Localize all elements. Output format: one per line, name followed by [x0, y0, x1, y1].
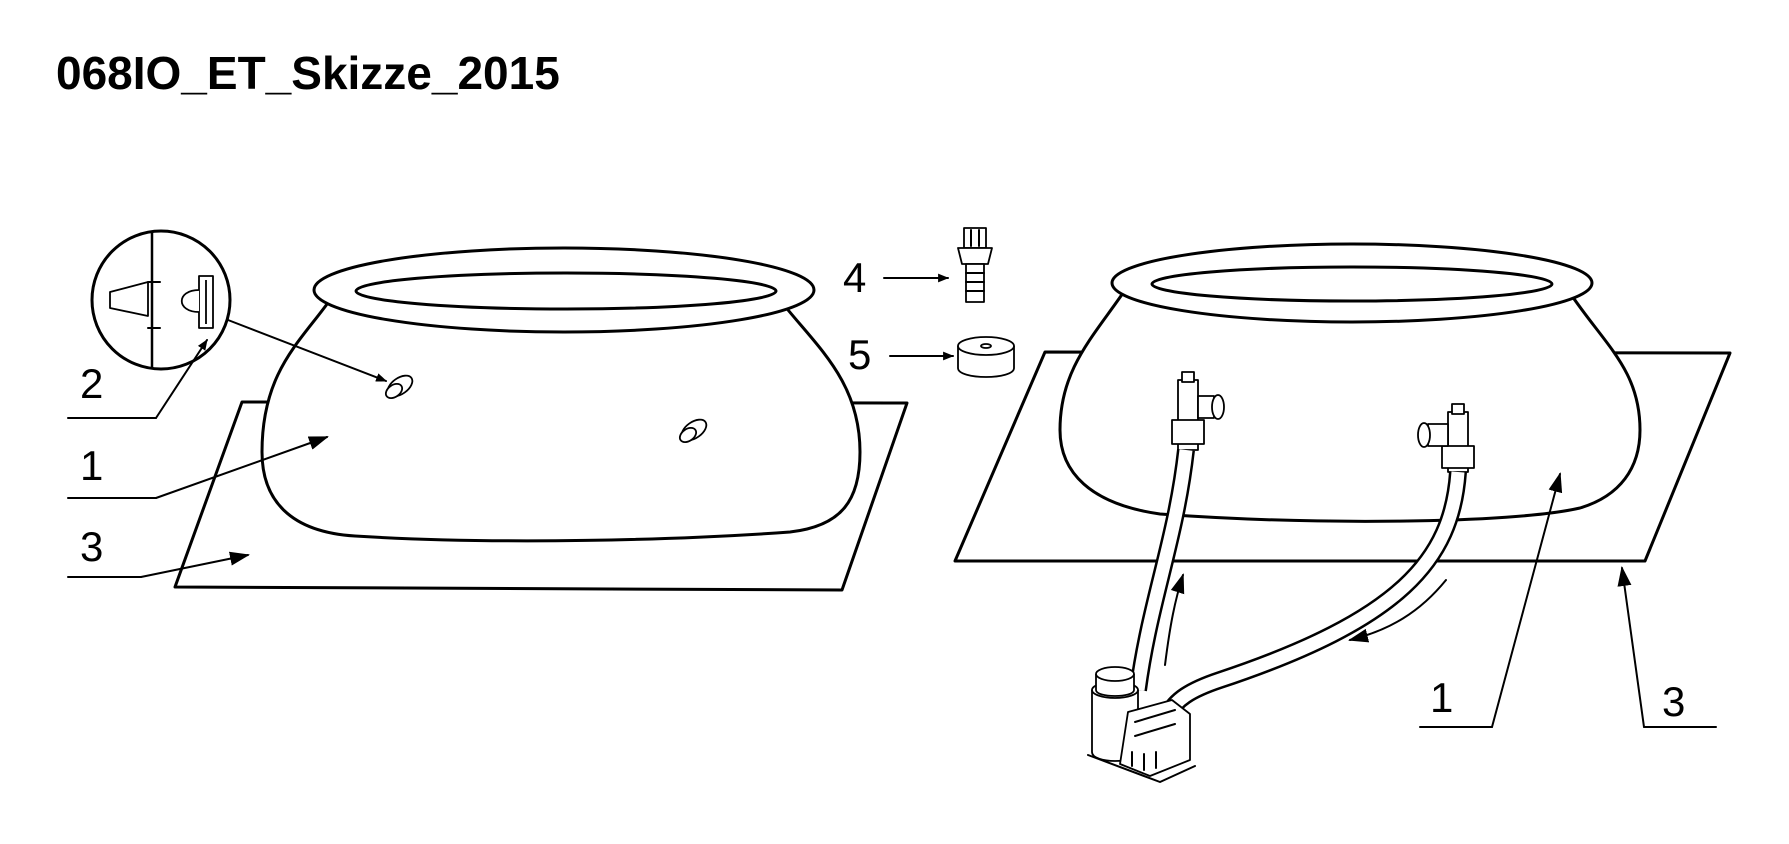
right-pool-assembly: 1 3: [953, 242, 1732, 783]
callout-number: 2: [80, 360, 103, 407]
outlet-fitting: [1417, 403, 1475, 473]
callout-1-right-pool: 1: [1419, 472, 1563, 728]
page-title: 068IO_ET_Skizze_2015: [56, 47, 560, 99]
left-pool-body: [260, 298, 862, 543]
callout-5-seal: 5: [848, 331, 955, 378]
left-pool-assembly: 2 1 3: [67, 229, 909, 592]
hose-connector-icon: [957, 227, 993, 303]
callout-3-left-mat: 3: [67, 523, 250, 578]
right-pool-body: [1058, 291, 1642, 523]
magnifier-detail-circle-icon: [90, 229, 232, 371]
callout-number: 5: [848, 331, 871, 378]
callout-number: 3: [1662, 678, 1685, 725]
callout-2-left-valve: 2: [67, 339, 208, 419]
callout-1-left-pool: 1: [67, 436, 329, 499]
left-pool-valve-1: [384, 374, 414, 400]
callout-number: 4: [843, 254, 866, 301]
spare-parts: 4 5: [843, 227, 1015, 378]
left-pool-opening: [354, 271, 778, 311]
inlet-fitting: [1171, 371, 1225, 451]
callout-number: 1: [1430, 674, 1453, 721]
callout-number: 1: [80, 442, 103, 489]
callout-3-right-mat: 3: [1617, 566, 1717, 728]
rubber-seal-icon: [957, 336, 1015, 378]
callout-4-connector: 4: [843, 254, 950, 301]
callout-number: 3: [80, 523, 103, 570]
right-pool-opening: [1150, 265, 1554, 303]
hoses: [1129, 449, 1467, 720]
left-pool-valve-2: [678, 418, 708, 444]
filter-pump-icon: [1087, 666, 1196, 783]
